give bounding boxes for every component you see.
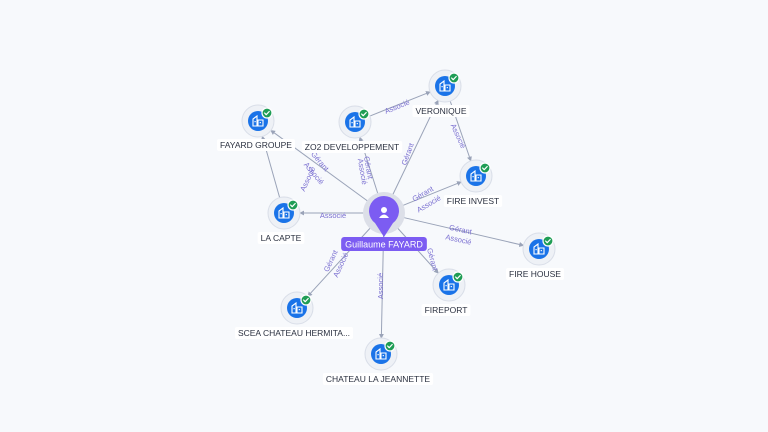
building-icon xyxy=(375,347,387,360)
edge-label: Associé xyxy=(356,158,369,185)
person-name: Guillaume FAYARD xyxy=(345,240,423,250)
edge-label: Associé xyxy=(449,122,468,150)
edge-label: Associé xyxy=(320,211,346,220)
company-label: FIREPORT xyxy=(421,304,471,316)
company-node-fire-house[interactable]: FIRE HOUSE xyxy=(506,232,564,280)
company-name: FIRE HOUSE xyxy=(509,269,561,279)
company-name: VERONIQUE xyxy=(415,106,466,116)
company-name: FIRE INVEST xyxy=(447,196,499,206)
building-icon xyxy=(470,169,482,182)
company-label: CHATEAU LA JEANNETTE xyxy=(322,373,434,385)
verified-check-icon xyxy=(448,72,460,84)
company-name: SCEA CHATEAU HERMITA... xyxy=(238,328,350,338)
building-icon xyxy=(439,79,451,92)
nodes-layer: FAYARD GROUPE ZO2 DEVELOPPEMENT VERONIQUE F… xyxy=(217,69,564,385)
company-label: FIRE INVEST xyxy=(443,195,503,207)
person-node[interactable]: Guillaume FAYARD xyxy=(341,192,427,251)
building-icon xyxy=(349,115,361,128)
verified-check-icon xyxy=(358,108,370,120)
company-node-fayard-groupe[interactable]: FAYARD GROUPE xyxy=(217,104,295,151)
building-icon xyxy=(533,242,545,255)
company-label: FAYARD GROUPE xyxy=(217,139,295,151)
relationship-edge: Associé xyxy=(299,210,366,220)
edge-line xyxy=(369,91,431,117)
person-label: Guillaume FAYARD xyxy=(341,237,427,251)
edge-label: Gérant xyxy=(425,247,440,272)
company-name: ZO2 DEVELOPPEMENT xyxy=(305,142,399,152)
company-node-scea[interactable]: SCEA CHATEAU HERMITA... xyxy=(234,291,354,339)
building-icon xyxy=(443,278,455,291)
edge-label: Associé xyxy=(376,273,385,299)
verified-check-icon xyxy=(300,294,312,306)
company-name: FAYARD GROUPE xyxy=(220,140,292,150)
building-icon xyxy=(291,301,303,314)
building-icon xyxy=(278,206,290,219)
company-node-la-capte[interactable]: LA CAPTE xyxy=(257,196,305,244)
company-node-veronique[interactable]: VERONIQUE xyxy=(412,69,470,117)
company-name: CHATEAU LA JEANNETTE xyxy=(326,374,431,384)
verified-check-icon xyxy=(479,162,491,174)
company-label: VERONIQUE xyxy=(412,105,470,117)
verified-check-icon xyxy=(542,235,554,247)
verified-check-icon xyxy=(452,271,464,283)
company-label: LA CAPTE xyxy=(257,232,305,244)
company-node-zo2[interactable]: ZO2 DEVELOPPEMENT xyxy=(301,105,403,153)
edge-line xyxy=(400,181,462,207)
edge-line xyxy=(401,216,525,247)
company-node-fireport[interactable]: FIREPORT xyxy=(421,268,471,316)
verified-check-icon xyxy=(384,340,396,352)
company-name: FIREPORT xyxy=(425,305,468,315)
company-label: ZO2 DEVELOPPEMENT xyxy=(301,141,403,153)
verified-check-icon xyxy=(261,107,273,119)
company-node-fire-invest[interactable]: FIRE INVEST xyxy=(443,159,503,207)
company-label: SCEA CHATEAU HERMITA... xyxy=(234,327,354,339)
verified-check-icon xyxy=(287,199,299,211)
company-label: FIRE HOUSE xyxy=(506,268,564,280)
person-icon xyxy=(379,207,389,218)
edge-label: Gérant xyxy=(362,155,375,180)
company-name: LA CAPTE xyxy=(261,233,302,243)
company-node-jeannette[interactable]: CHATEAU LA JEANNETTE xyxy=(322,337,434,385)
edge-label: Associé xyxy=(383,98,411,116)
building-icon xyxy=(252,114,264,127)
